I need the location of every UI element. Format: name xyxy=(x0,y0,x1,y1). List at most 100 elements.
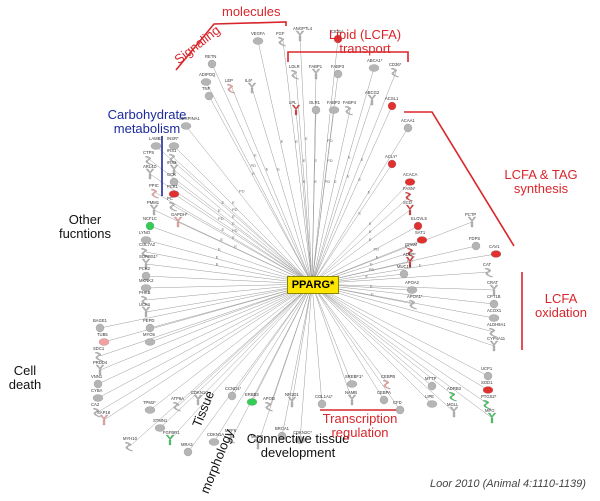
node-shape xyxy=(311,105,321,115)
node-shape xyxy=(169,177,179,187)
node-shape xyxy=(404,178,416,186)
node-shape xyxy=(344,105,354,116)
node-shape xyxy=(149,204,159,216)
edge-label: PD xyxy=(218,216,224,221)
edge-cdkn2c xyxy=(299,283,313,441)
edge-ppic xyxy=(155,192,313,285)
node-label: COL1A1* xyxy=(315,394,333,399)
node-namb: NAMB xyxy=(345,390,357,406)
node-label: LPL xyxy=(289,100,297,105)
node-shape xyxy=(483,371,493,381)
node-label: FGF xyxy=(276,31,285,36)
category-connective-line1: Connective tissue xyxy=(246,431,350,446)
edge-tub5 xyxy=(103,283,313,343)
node-label: ACSL1 xyxy=(385,96,399,101)
node-shape xyxy=(154,424,166,432)
node-fabp4: FABP4 xyxy=(343,100,357,116)
node-sod1: SOD1 xyxy=(481,380,494,394)
node-apoa2: APOA2 xyxy=(405,280,420,294)
node-lyno: LYNO xyxy=(139,230,152,244)
edge-ccnd1 xyxy=(231,283,313,397)
node-cyba: CYBA xyxy=(91,388,104,402)
node-mmp2: MMP2 xyxy=(251,434,264,450)
node-adfp: ADFP* xyxy=(403,252,416,268)
edge-label: PD xyxy=(232,228,238,233)
node-ppic: PPIC xyxy=(149,183,160,199)
edge-cdkn1c xyxy=(197,283,313,401)
edge-crat xyxy=(311,283,495,291)
node-label: ACAA1 xyxy=(401,118,415,123)
node-shape xyxy=(488,327,498,338)
node-shape xyxy=(200,78,212,86)
node-label: BRCA1 xyxy=(275,426,290,431)
edge-pck2 xyxy=(145,275,313,285)
node-shape xyxy=(168,201,178,212)
node-col7a2: COL7A2 xyxy=(139,242,156,258)
node-label: UCP1 xyxy=(481,366,493,371)
node-bage1: BAGE1 xyxy=(93,318,108,333)
node-shape xyxy=(207,59,217,69)
edge-sorbs1 xyxy=(145,263,313,285)
node-shape xyxy=(140,284,152,292)
node-arl4d: ARL4D xyxy=(143,164,157,180)
node-pmm1: PMM1 xyxy=(147,200,160,216)
node-label: TPM2* xyxy=(143,400,156,405)
edge-ucp1 xyxy=(311,283,489,377)
edge-prdd4 xyxy=(99,283,313,371)
edge-cav1 xyxy=(311,253,497,285)
node-shape xyxy=(379,395,389,405)
node-shape xyxy=(294,436,306,444)
edge-tpm2 xyxy=(149,283,313,411)
node-shape xyxy=(413,221,423,231)
node-label: ELOVL5 xyxy=(411,216,428,221)
edge-abcg2 xyxy=(311,99,373,285)
node-mgll: MGLL xyxy=(447,402,459,418)
node-myo5: MYO5 xyxy=(143,332,156,346)
node-label: MPO xyxy=(485,408,495,413)
node-acsl1: ACSL1 xyxy=(385,96,399,111)
edge-acox1 xyxy=(311,283,495,319)
node-label: SAP18 xyxy=(97,410,111,415)
node-label: PTGS2* xyxy=(481,394,497,399)
edge-myh10 xyxy=(129,283,313,447)
node-shape xyxy=(403,123,413,133)
node-label: PHKB xyxy=(139,290,151,295)
node-label: SOD1 xyxy=(481,380,493,385)
node-irs2: IRS2 xyxy=(167,160,179,176)
edge-phkb xyxy=(145,283,313,301)
node-tub5: TUB5 xyxy=(97,332,110,346)
edge-label: PD xyxy=(327,158,333,163)
node-shape xyxy=(390,67,400,78)
node-label: ARL4D xyxy=(143,164,157,169)
node-label: MGLL xyxy=(447,402,459,407)
node-label: CFD xyxy=(393,400,402,405)
node-label: CEBPB xyxy=(381,374,395,379)
node-myf6: MYF6 xyxy=(225,428,237,444)
node-label: PCK1 xyxy=(167,184,179,189)
node-uck1: UCK1 xyxy=(139,302,151,318)
node-shape xyxy=(140,236,152,244)
edge-fabp4 xyxy=(311,109,351,285)
node-angptl4: ANGPTL4 xyxy=(293,26,313,42)
category-cell-death-line1: Cell xyxy=(13,363,37,378)
node-shape xyxy=(226,83,236,94)
node-shape xyxy=(427,381,437,391)
edge-cyp4a11 xyxy=(311,283,495,347)
node-shape xyxy=(328,106,340,114)
node-cd36: CD36* xyxy=(389,62,402,78)
node-ctps: CTPS xyxy=(143,150,154,166)
node-cat: CAT xyxy=(483,262,494,278)
edge-il6 xyxy=(251,87,313,285)
category-other-line1: Other xyxy=(68,212,102,227)
node-label: NR1D1 xyxy=(285,392,299,397)
node-brca1: BRCA1 xyxy=(275,426,290,441)
edge-ldlr xyxy=(295,73,313,285)
node-shape xyxy=(426,400,438,408)
node-label: RETN xyxy=(205,54,216,59)
node-label: ABCA1* xyxy=(367,58,383,63)
edge-label: E xyxy=(277,166,280,171)
edge-label: E xyxy=(314,179,317,184)
edge-label: E xyxy=(234,244,237,249)
node-shape xyxy=(173,216,183,228)
